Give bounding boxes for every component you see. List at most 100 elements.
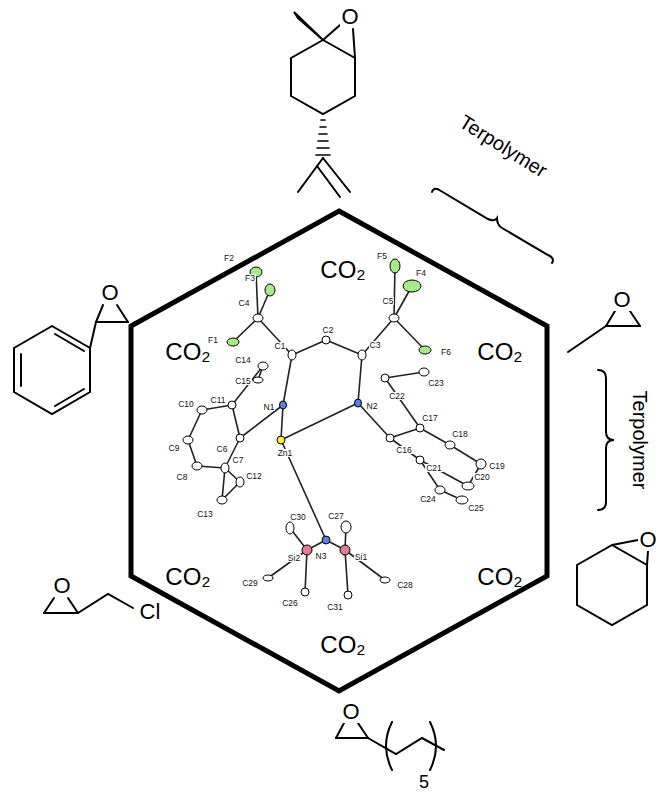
- bond: [630, 311, 640, 326]
- wedge-bond: [294, 12, 323, 40]
- atom-label: N1: [263, 403, 276, 412]
- atom-label: F2: [223, 254, 235, 263]
- ortep-bonds: [188, 266, 481, 595]
- atom-label: C12: [245, 472, 263, 481]
- bond: [90, 322, 96, 348]
- atom-symbol: O: [340, 6, 359, 28]
- atom-label: F3: [244, 274, 256, 283]
- atom-symbol: O: [100, 282, 119, 304]
- monomer-structures: [14, 12, 648, 770]
- atom-label: C19: [488, 462, 506, 471]
- atom-label: C11: [210, 396, 227, 405]
- molecule-label: CO₂: [477, 565, 522, 589]
- atom-label: C1: [274, 342, 287, 351]
- atom-label: N2: [366, 402, 379, 411]
- atom-label: C2: [322, 326, 335, 335]
- bond: [606, 311, 615, 326]
- atom-label: Zn1: [277, 449, 294, 458]
- bond: [606, 325, 640, 327]
- atom-label: C26: [281, 599, 299, 608]
- atom-symbol: O: [638, 529, 657, 551]
- alkyl-chain: [368, 738, 444, 754]
- double-bond: [20, 354, 22, 386]
- bond: [612, 540, 638, 545]
- bond: [298, 158, 323, 192]
- parenthesis: [386, 722, 392, 770]
- atom-symbol: Cl: [139, 601, 162, 623]
- atom-symbol: O: [341, 701, 360, 723]
- atom-label: C4: [238, 299, 251, 308]
- atom-label: C29: [241, 579, 259, 588]
- atom-label: C25: [467, 504, 485, 513]
- molecule-label: CO₂: [320, 258, 365, 282]
- bond: [336, 737, 368, 739]
- atom-label: F1: [207, 336, 219, 345]
- bond: [96, 321, 128, 323]
- molecule-label: CO₂: [320, 633, 365, 657]
- atom-label: C20: [473, 473, 491, 482]
- atom-label: C16: [395, 446, 413, 455]
- atom-label: C28: [396, 581, 414, 590]
- atom-label: C15: [234, 377, 252, 386]
- bond: [44, 612, 78, 614]
- molecule-label: CO₂: [165, 340, 210, 364]
- atom-label: C13: [196, 510, 214, 519]
- parenthesis: [430, 722, 436, 770]
- atom-label: N3: [315, 552, 328, 561]
- atom-label: C31: [326, 603, 344, 612]
- bracket-label: Terpolymer: [456, 111, 550, 180]
- molecule-label: CO₂: [477, 340, 522, 364]
- atom-label: C14: [234, 356, 252, 365]
- ortep-atoms: [183, 259, 486, 599]
- curly-bracket: [432, 189, 553, 263]
- atom-label: C10: [177, 400, 195, 409]
- bond: [317, 166, 340, 197]
- atom-label: Si1: [354, 553, 368, 562]
- atom-label: F4: [415, 269, 427, 278]
- bond: [96, 305, 103, 322]
- bond: [336, 723, 344, 738]
- bond: [68, 598, 78, 613]
- atom-label: C22: [388, 392, 406, 401]
- atom-label: C8: [176, 473, 189, 482]
- bond: [117, 305, 128, 322]
- atom-label: C27: [327, 512, 345, 521]
- atom-label: C9: [168, 444, 181, 453]
- bond: [323, 25, 340, 40]
- atom-label: C3: [369, 341, 382, 350]
- bond: [323, 158, 350, 192]
- bond: [353, 29, 355, 58]
- atom-label: C5: [382, 297, 395, 306]
- hashed-bond: [316, 120, 330, 155]
- atom-symbol: O: [52, 575, 71, 597]
- double-bond: [55, 334, 84, 351]
- atom-label: C21: [425, 464, 443, 473]
- atom-label: Si2: [287, 554, 301, 563]
- double-bond: [55, 389, 84, 406]
- atom-label: C6: [216, 445, 229, 454]
- bond: [568, 326, 606, 352]
- molecule-label: CO₂: [165, 565, 210, 589]
- atom-label: C23: [427, 379, 445, 388]
- bond: [44, 598, 54, 613]
- cyclohexane-ring: [577, 545, 647, 625]
- atom-label: F5: [376, 252, 388, 261]
- atom-label: C7: [232, 456, 245, 465]
- limonene-ring: [291, 40, 355, 114]
- atom-symbol: O: [612, 289, 631, 311]
- bond: [647, 551, 648, 565]
- repeat-count: 5: [419, 773, 429, 791]
- atom-label: C18: [451, 430, 469, 439]
- atom-label: C17: [421, 414, 439, 423]
- bond: [358, 723, 368, 738]
- atom-label: C24: [419, 495, 437, 504]
- hexagon-border: [131, 211, 547, 691]
- atom-label: F6: [440, 348, 452, 357]
- atom-label: C30: [289, 513, 307, 522]
- alkyl-chain: [78, 594, 133, 613]
- benzene-ring: [14, 326, 90, 414]
- curly-bracket: [598, 370, 614, 510]
- bracket-label: Terpolymer: [630, 391, 650, 490]
